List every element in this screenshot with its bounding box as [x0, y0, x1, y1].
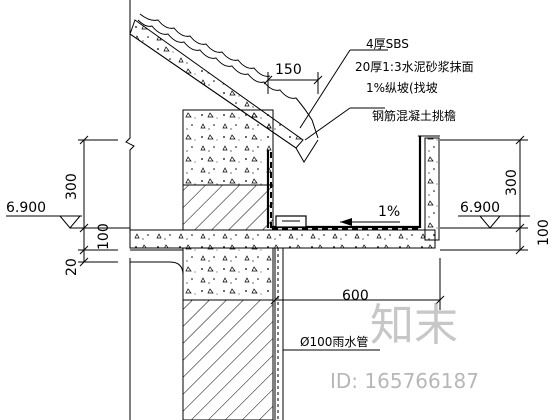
note-slope: 1%纵坡(找坡 — [366, 81, 438, 95]
roof-drain — [275, 215, 307, 228]
slope-arrow — [340, 218, 400, 226]
watermark-logo: 知末 — [370, 300, 458, 351]
wall-break-line — [125, 0, 135, 420]
downpipe — [274, 248, 284, 420]
waterproof-membrane — [266, 150, 420, 230]
dim-label-right-100: 100 — [536, 219, 552, 246]
right-dimension-chain — [440, 135, 530, 255]
note-sbs: 4厚SBS — [366, 37, 409, 51]
downpipe-label: Ø100雨水管 — [300, 334, 368, 349]
concrete-slab-and-beam — [129, 229, 436, 301]
note-leaders — [299, 49, 388, 141]
dim-label-left-300: 300 — [64, 173, 80, 200]
dim-label-600: 600 — [342, 288, 369, 304]
dim-label-right-300: 300 — [504, 169, 520, 196]
dimension-150 — [263, 72, 323, 94]
dim-label-left-100: 100 — [96, 223, 112, 250]
dim-label-left-20: 20 — [64, 258, 80, 276]
eave-upstand — [418, 135, 440, 241]
note-mortar: 20厚1:3水泥砂浆抹面 — [355, 59, 474, 74]
pitched-roof — [129, 13, 319, 163]
elevation-left-label: 6.900 — [6, 200, 46, 216]
watermark-id: ID: 165766187 — [330, 369, 479, 393]
left-elevation-mark — [6, 215, 130, 229]
note-eave: 钢筋混凝土挑檐 — [372, 108, 456, 123]
elevation-right-label: 6.900 — [460, 200, 500, 216]
slope-label: 1% — [378, 204, 400, 220]
dimension-600 — [270, 258, 445, 310]
dim-label-150: 150 — [275, 62, 302, 78]
